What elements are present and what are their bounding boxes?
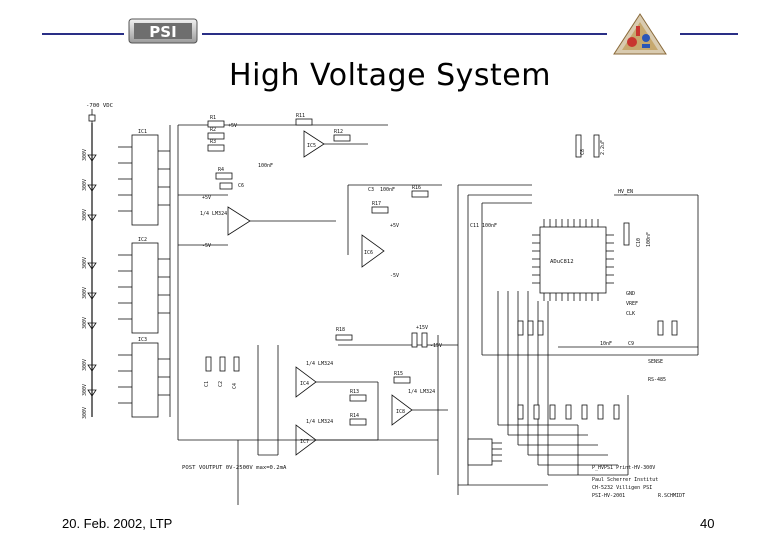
- svg-text:300V: 300V: [82, 287, 88, 299]
- psi-logo: PSI: [128, 16, 198, 46]
- svg-text:C6: C6: [238, 183, 244, 189]
- svg-text:1/4 LM324: 1/4 LM324: [306, 419, 333, 425]
- net-label-hv-en: HV_EN: [618, 189, 633, 195]
- svg-text:IC6: IC6: [364, 250, 373, 256]
- svg-text:PSI-HV-2001: PSI-HV-2001: [592, 493, 625, 499]
- resistor-divider: R1 R2 R3 R4 +5V: [207, 115, 237, 180]
- svg-text:C2: C2: [218, 381, 224, 387]
- svg-text:C8: C8: [580, 149, 586, 155]
- slide-title: High Voltage System: [229, 58, 551, 93]
- svg-text:R14: R14: [350, 413, 359, 419]
- hv-ladder-block-2: IC2 300V 300V 300V: [82, 237, 170, 334]
- svg-text:100nF: 100nF: [646, 232, 652, 247]
- op-amp-2: 1/4 LM324 +5V -5V C6 100nF: [200, 163, 273, 249]
- op-amp-3: IC6 R17 R16 C3 100nF +5V -5V: [347, 184, 442, 279]
- net-label-rs485: RS-485: [648, 377, 666, 383]
- net-label-clk: CLK: [626, 311, 635, 317]
- svg-text:100nF: 100nF: [258, 163, 273, 169]
- svg-text:1/4 LM324: 1/4 LM324: [200, 211, 227, 217]
- footer-date: 20. Feb. 2002, LTP: [62, 516, 173, 531]
- output-note: POST VOUTPUT 0V-2500V max=0.2mA: [182, 465, 287, 471]
- svg-text:+5V: +5V: [228, 123, 237, 129]
- psi-logo-text: PSI: [149, 23, 176, 41]
- svg-text:IC2: IC2: [138, 237, 147, 243]
- svg-text:Paul Scherrer Institut: Paul Scherrer Institut: [592, 477, 658, 483]
- op-amp-6: IC8 1/4 LM324 R13 R14 R15: [349, 371, 435, 426]
- op-amp-4: IC4 1/4 LM324: [295, 361, 333, 398]
- svg-text:+5V: +5V: [390, 223, 399, 229]
- svg-text:C11: C11: [470, 223, 479, 229]
- net-label-vref: VREF: [626, 301, 638, 307]
- header-rule-far: [680, 33, 738, 35]
- svg-text:CH-5232 Villigen PSI: CH-5232 Villigen PSI: [592, 485, 652, 491]
- hv-ladder-block-3: IC3 300V 300V 300V: [82, 337, 170, 419]
- svg-text:R13: R13: [350, 389, 359, 395]
- svg-text:300V: 300V: [82, 257, 88, 269]
- svg-text:IC5: IC5: [307, 143, 316, 149]
- svg-text:ADuC812: ADuC812: [550, 259, 574, 265]
- svg-text:R15: R15: [394, 371, 403, 377]
- svg-text:R16: R16: [412, 185, 421, 191]
- svg-text:R.SCHMIDT: R.SCHMIDT: [658, 493, 685, 499]
- svg-text:IC8: IC8: [396, 409, 405, 415]
- svg-text:C1: C1: [204, 381, 210, 387]
- svg-text:300V: 300V: [82, 407, 88, 419]
- svg-text:R17: R17: [372, 201, 381, 207]
- svg-text:100nF: 100nF: [482, 223, 497, 229]
- op-amp-5: IC7 1/4 LM324: [295, 419, 333, 456]
- header-rule-left: [42, 33, 124, 35]
- svg-text:C4: C4: [232, 383, 238, 389]
- right-resistor-ladder: [517, 320, 678, 420]
- svg-text:-5V: -5V: [390, 273, 399, 279]
- svg-text:C9: C9: [628, 341, 634, 347]
- svg-text:IC1: IC1: [138, 129, 147, 135]
- svg-text:300V: 300V: [82, 209, 88, 221]
- connector-ic: [467, 438, 502, 466]
- title-block: P_HVPS1 Print-HV-300V Paul Scherrer Inst…: [592, 465, 685, 499]
- power-rail-label: -700 VDC: [86, 103, 113, 109]
- hv-ladder-block-1: IC1 300V 300V 300V: [82, 129, 170, 226]
- svg-text:IC3: IC3: [138, 337, 147, 343]
- svg-text:300V: 300V: [82, 384, 88, 396]
- svg-text:1/4 LM324: 1/4 LM324: [306, 361, 333, 367]
- page-number: 40: [700, 516, 715, 531]
- svg-text:100nF: 100nF: [380, 187, 395, 193]
- svg-text:R2: R2: [210, 127, 216, 133]
- svg-text:300V: 300V: [82, 317, 88, 329]
- svg-text:+15V: +15V: [416, 325, 428, 331]
- svg-text:-15V: -15V: [430, 343, 442, 349]
- svg-text:IC7: IC7: [300, 439, 309, 445]
- passive-components-middle: C1 C2 C4 R18 +15V -15V: [204, 325, 442, 389]
- svg-text:R1: R1: [210, 115, 216, 121]
- svg-text:R12: R12: [334, 129, 343, 135]
- svg-text:300V: 300V: [82, 359, 88, 371]
- svg-text:2.2uF: 2.2uF: [600, 140, 606, 155]
- svg-text:P_HVPS1 Print-HV-300V: P_HVPS1 Print-HV-300V: [592, 465, 655, 471]
- circuit-schematic: -700 VDC IC1 300V 300V 300V IC2 300V 3: [78, 95, 728, 505]
- svg-text:IC4: IC4: [300, 381, 309, 387]
- svg-text:C10: C10: [636, 238, 642, 247]
- svg-text:300V: 300V: [82, 179, 88, 191]
- header-rule-right: [202, 33, 607, 35]
- net-label-gnd: GND: [626, 291, 635, 297]
- svg-text:C3: C3: [368, 187, 374, 193]
- svg-text:R3: R3: [210, 139, 216, 145]
- svg-text:10nF: 10nF: [600, 341, 612, 347]
- dac-chip: ADuC812: [532, 219, 614, 301]
- svg-text:R4: R4: [218, 167, 224, 173]
- svg-text:R11: R11: [296, 113, 305, 119]
- svg-text:1/4 LM324: 1/4 LM324: [408, 389, 435, 395]
- svg-text:-5V: -5V: [202, 243, 211, 249]
- svg-text:300V: 300V: [82, 149, 88, 161]
- net-label-sense: SENSE: [648, 359, 663, 365]
- svg-text:+5V: +5V: [202, 195, 211, 201]
- svg-text:R18: R18: [336, 327, 345, 333]
- chip-decoupling-caps: C8 2.2uF C10 100nF 10nF C9 C11 100nF: [470, 134, 652, 347]
- institute-emblem-icon: [612, 12, 668, 56]
- op-amp-1: IC5 R11 R12: [295, 113, 368, 158]
